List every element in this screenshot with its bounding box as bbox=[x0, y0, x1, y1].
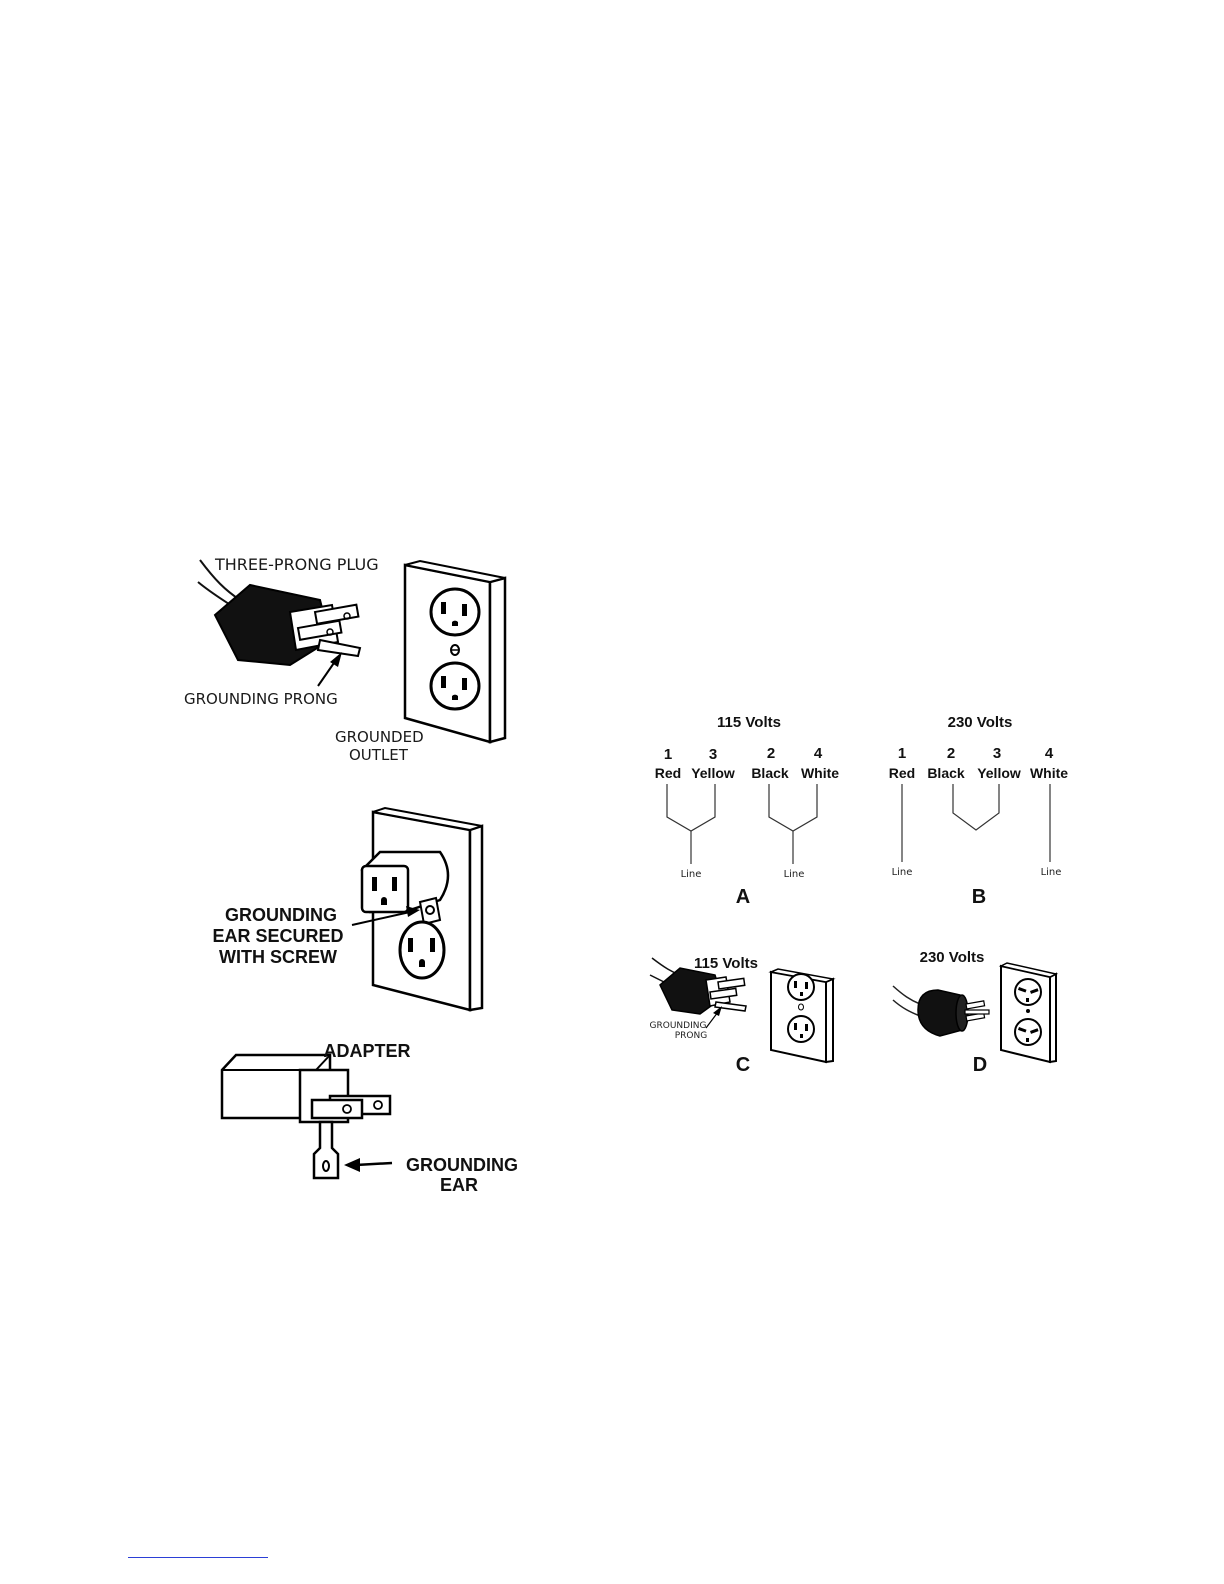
grounded-outlet bbox=[405, 561, 505, 742]
line-label: Line bbox=[784, 869, 805, 880]
grounded-outlet-label: GROUNDED bbox=[335, 728, 424, 746]
wire-number: 1 bbox=[898, 745, 906, 762]
screw bbox=[426, 906, 434, 914]
wire-junction bbox=[667, 784, 715, 831]
grounding-ear-secured-label: EAR SECURED bbox=[212, 926, 343, 946]
line-label: Line bbox=[681, 869, 702, 880]
footnote-rule bbox=[128, 1557, 268, 1558]
pointer-arrow bbox=[344, 1158, 360, 1172]
wire-number: 2 bbox=[947, 745, 955, 762]
wire-color: Yellow bbox=[977, 765, 1021, 781]
wire-color: Black bbox=[751, 765, 789, 781]
plug-c-title: 115 Volts bbox=[694, 955, 758, 972]
wire-number: 1 bbox=[664, 746, 672, 763]
wiring-diagram-115v: 115 Volts 1 Red 3 Yellow 2 Black 4 White… bbox=[655, 714, 839, 908]
plug-cord bbox=[198, 582, 232, 606]
wire-color: Black bbox=[927, 765, 965, 781]
three-prong-plug-figure: THREE-PRONG PLUG GROUNDING PRONG GROUNDE… bbox=[184, 555, 505, 764]
diagram-letter-a: A bbox=[736, 886, 750, 908]
wire-number: 3 bbox=[709, 746, 717, 763]
wiring-diagram-230v: 230 Volts 1 Red 2 Black 3 Yellow 4 White… bbox=[889, 714, 1068, 908]
wiring-a-title: 115 Volts bbox=[717, 714, 781, 731]
grounding-prong-label: GROUNDING bbox=[650, 1021, 707, 1031]
outlet-230v bbox=[1001, 963, 1056, 1062]
grounding-ear bbox=[314, 1122, 338, 1178]
plug-115v-figure: 115 Volts GROUNDING PRONG C bbox=[650, 955, 833, 1076]
wiring-b-title: 230 Volts bbox=[948, 714, 1013, 731]
wire-color: Yellow bbox=[691, 765, 735, 781]
wire-color: Red bbox=[655, 765, 681, 781]
three-prong-plug-label: THREE-PRONG PLUG bbox=[214, 555, 379, 574]
wire-junction bbox=[953, 784, 999, 830]
outlet-115v bbox=[771, 969, 833, 1062]
diagram-letter-b: B bbox=[972, 886, 986, 908]
wire-number: 4 bbox=[814, 745, 823, 762]
plug-d-title: 230 Volts bbox=[920, 949, 985, 966]
line-label: Line bbox=[1041, 867, 1062, 878]
wire-number: 2 bbox=[767, 745, 775, 762]
adapter-label: ADAPTER bbox=[323, 1041, 410, 1061]
wire-color: White bbox=[801, 765, 839, 781]
grounding-ear-label: EAR bbox=[440, 1175, 478, 1195]
wire-number: 3 bbox=[993, 745, 1001, 762]
wire-color: Red bbox=[889, 765, 915, 781]
adapter-in-outlet-figure: GROUNDING EAR SECURED WITH SCREW bbox=[212, 808, 482, 1010]
grounding-prong-label: PRONG bbox=[675, 1031, 707, 1041]
grounding-prong bbox=[965, 1010, 989, 1014]
adapter-figure: ADAPTER GROUNDING EAR bbox=[222, 1041, 518, 1195]
grounding-ear-label: GROUNDING bbox=[406, 1155, 518, 1175]
grounding-ear-secured-label: WITH SCREW bbox=[219, 947, 337, 967]
wire-number: 4 bbox=[1045, 745, 1054, 762]
wire-junction bbox=[769, 784, 817, 831]
plug-230v-figure: 230 Volts D bbox=[893, 949, 1056, 1076]
line-label: Line bbox=[892, 867, 913, 878]
diagram-letter-c: C bbox=[736, 1054, 750, 1076]
grounded-outlet-label: OUTLET bbox=[349, 746, 409, 764]
diagram-letter-d: D bbox=[973, 1054, 987, 1076]
wire-color: White bbox=[1030, 765, 1068, 781]
grounding-ear-secured-label: GROUNDING bbox=[225, 905, 337, 925]
grounding-prong-label: GROUNDING PRONG bbox=[184, 690, 338, 708]
adapter-prong bbox=[312, 1100, 362, 1118]
